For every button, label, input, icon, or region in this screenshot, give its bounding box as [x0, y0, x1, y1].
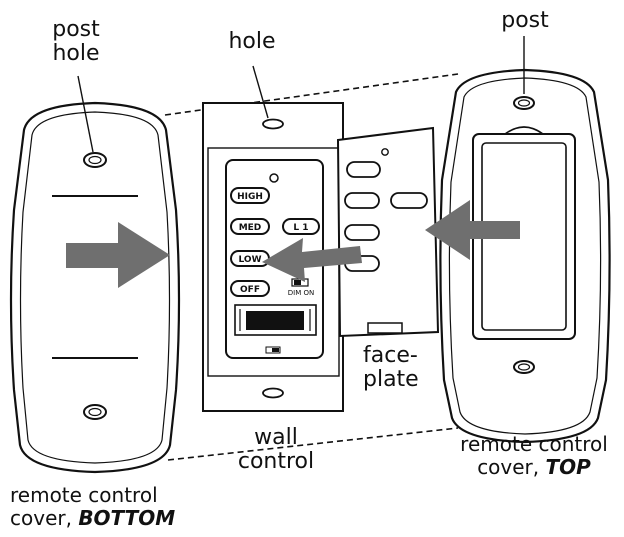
button-off-label: OFF — [240, 285, 260, 295]
button-low-label: LOW — [239, 255, 262, 265]
post-bottom — [513, 360, 535, 374]
remote-cover-top — [439, 68, 611, 444]
label-post: post — [495, 9, 555, 33]
label-post-hole: post hole — [40, 18, 112, 66]
label-wall-control-line1: wall — [254, 425, 298, 450]
button-off[interactable] — [230, 280, 270, 297]
label-hole-text: hole — [228, 29, 276, 54]
post-top — [513, 96, 535, 110]
button-med[interactable] — [230, 218, 270, 235]
label-hole: hole — [212, 30, 292, 54]
label-cover-top: remote control cover, TOP — [446, 433, 622, 479]
post-hole-bottom — [83, 404, 107, 420]
dim-switch-label: DIM ON — [288, 289, 314, 297]
arrow-left-right — [425, 200, 520, 260]
button-high-label: HIGH — [237, 192, 263, 202]
mount-hole-bottom — [262, 387, 284, 399]
leader-post-hole — [77, 75, 94, 153]
label-cover-bottom-line2: cover, BOTTOM — [10, 507, 210, 530]
label-cover-top-line1: remote control — [460, 432, 608, 456]
label-cover-bottom-prefix: cover, — [10, 506, 79, 530]
label-post-hole-line1: post — [52, 17, 100, 42]
button-light-label: L 1 — [293, 223, 308, 233]
dashed-guide-bottom — [167, 427, 459, 461]
leader-hole — [252, 65, 269, 119]
arrow-left-center — [262, 238, 362, 282]
label-faceplate-line1: face- — [363, 343, 418, 368]
button-light[interactable] — [282, 218, 320, 235]
label-cover-bottom: remote control cover, BOTTOM — [10, 484, 210, 530]
label-cover-top-prefix: cover, — [477, 455, 546, 479]
faceplate — [336, 126, 440, 338]
label-cover-top-emph: TOP — [545, 455, 591, 479]
label-post-hole-line2: hole — [52, 41, 100, 66]
label-post-text: post — [501, 8, 549, 33]
label-wall-control: wall control — [228, 426, 324, 474]
arrow-right — [66, 222, 170, 288]
button-med-label: MED — [239, 223, 262, 233]
mount-hole-top — [262, 118, 284, 130]
remote-cover-bottom — [9, 101, 181, 474]
label-cover-top-line2: cover, TOP — [446, 456, 622, 479]
label-faceplate: face- plate — [363, 344, 433, 392]
label-cover-bottom-emph: BOTTOM — [78, 506, 176, 530]
label-cover-bottom-line1: remote control — [10, 483, 158, 507]
post-hole-top — [83, 152, 107, 168]
label-wall-control-line2: control — [237, 449, 315, 474]
button-high[interactable] — [230, 187, 270, 204]
label-faceplate-line2: plate — [363, 367, 419, 392]
